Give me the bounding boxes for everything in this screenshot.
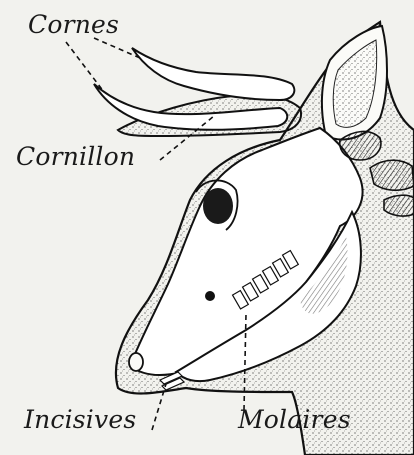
nostril	[129, 353, 143, 371]
label-molaires: Molaires	[238, 405, 351, 434]
leader-cornes-lower	[66, 42, 104, 92]
label-cornillon: Cornillon	[16, 142, 135, 171]
label-incisives: Incisives	[24, 405, 136, 434]
foramen	[205, 291, 215, 301]
eye-orbit	[203, 188, 233, 224]
horn-upper	[132, 48, 294, 100]
label-cornes: Cornes	[28, 10, 119, 39]
